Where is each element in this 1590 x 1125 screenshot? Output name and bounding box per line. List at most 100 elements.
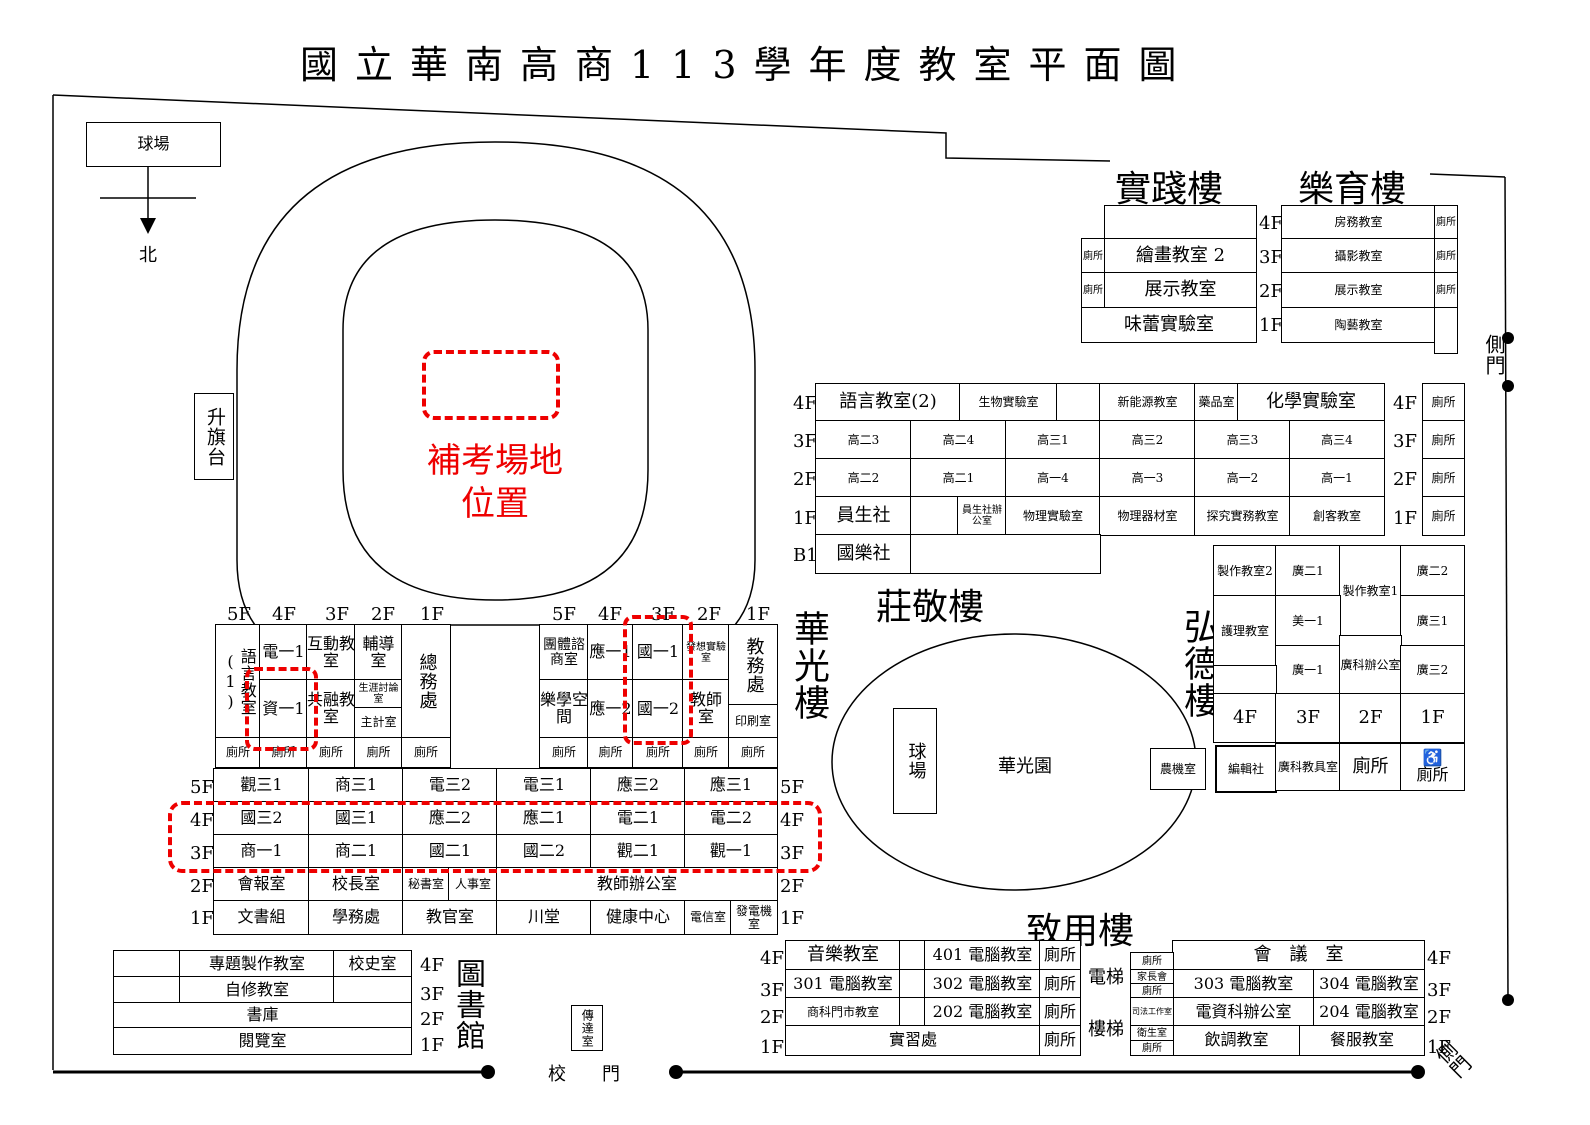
floor-label: 4F [1393,393,1417,414]
hd-r2-2: 美一1 [1275,595,1341,647]
ww-lang: 語言教室(1) [215,624,261,739]
ew-c5b: 樂學空間 [539,679,589,739]
zy-1f-wc: 廁所 [1039,1025,1081,1056]
ww-c2c: 主計室 [354,707,403,739]
floor-label: 3F [651,604,675,625]
hd-r3-1: 廣一1 [1275,645,1341,695]
hd-floor-1f: 1F [1400,693,1465,743]
hg-5f-6: 應三1 [684,768,778,803]
yueyu-1f: 陶藝教室 [1281,307,1436,343]
zy-mini-4: 司法工作室 [1130,997,1174,1027]
zy-2f-1: 商科門市教室 [785,997,901,1027]
zy-4f-3: 會 議 室 [1172,940,1425,971]
ww-c2a: 輔導室 [354,624,403,681]
zj-4f-4: 新能源教室 [1099,383,1196,422]
zy-2f-4: 204 電腦教室 [1313,997,1425,1027]
exam-marker-capital [245,667,318,751]
shijian-2f: 展示教室 [1104,272,1257,309]
hd-farm-room: 農機室 [1150,748,1206,790]
zy-2f-blank [899,997,926,1027]
zy-4f-2: 401 電腦教室 [924,940,1041,971]
hd-editorial: 編輯社 [1215,745,1277,793]
zj-wc-3f: 廁所 [1422,420,1465,460]
ww-c4a: 電一1 [259,624,308,681]
hg-1f-3: 教官室 [402,900,498,935]
yueyu-4f: 房務教室 [1281,205,1436,240]
building-shijian: 實踐樓 [1115,169,1224,210]
hd-blank [1213,665,1277,695]
zj-3f-3: 高三1 [1005,420,1101,460]
zy-2f-3: 電資科辦公室 [1172,997,1315,1027]
zj-4f-5: 藥品室 [1194,383,1239,422]
hg-1f-2: 學務處 [308,900,404,935]
floor-label: 2F [697,604,721,625]
zy-mini-6: 廁所 [1130,1040,1174,1056]
building-library: 圖書館 [450,958,485,1051]
building-yueyu: 樂育樓 [1298,169,1407,210]
zj-4f-3 [1056,383,1101,422]
zj-3f-1: 高二3 [815,420,912,460]
floor-label: 2F [793,469,817,490]
hd-r2-1: 護理教室 [1213,595,1277,667]
floor-label: 3F [760,980,784,1001]
floor-label: 3F [420,984,444,1005]
floor-label: 1F [420,604,444,625]
floor-label: 5F [190,777,214,798]
floor-label: 4F [780,810,804,831]
zy-4f-1: 音樂教室 [785,940,901,971]
zj-2f-2: 高二1 [910,458,1007,498]
yueyu-blank [1434,307,1458,354]
floor-label: 2F [420,1009,444,1030]
north-court: 球場 [86,122,221,167]
zj-3f-6: 高三4 [1289,420,1385,460]
yueyu-wc3: 廁所 [1434,238,1458,274]
floor-label: 3F [1259,247,1283,268]
floor-label: 1F [1427,1037,1451,1058]
hg-5f-5: 應三2 [590,768,686,803]
hd-floor-4f: 4F [1213,693,1277,743]
lib-3f-blank2 [333,976,412,1004]
zj-2f-6: 高一1 [1289,458,1385,498]
floor-label: 2F [1259,281,1283,302]
hg-3f-2: 商二1 [308,834,404,869]
exam-area-label: 補考場地 位置 [427,441,563,524]
floor-label: 2F [780,876,804,897]
ew-c1b: 印刷室 [728,704,778,739]
north-label: 北 [139,245,157,266]
floor-label: 3F [1393,431,1417,452]
building-hongde: 弘德樓 [1178,608,1219,719]
zj-2f-3: 高一4 [1005,458,1101,498]
yueyu-wc4: 廁所 [1434,205,1458,240]
hg-4f-5: 電二1 [590,801,686,836]
floor-label: 1F [190,908,214,929]
hg-3f-5: 觀二1 [590,834,686,869]
zj-2f-5: 高一2 [1194,458,1291,498]
lib-4f-1: 專題製作教室 [179,950,335,978]
hd-wc-accessible: ♿ 廁所 [1400,743,1465,791]
hg-1f-4: 川堂 [496,900,592,935]
shijian-wc3: 廁所 [1081,238,1105,274]
zj-4f-2: 生物實驗室 [959,383,1058,422]
hg-5f-2: 商三1 [308,768,404,803]
floor-label: 4F [760,948,784,969]
floor-label: 5F [780,777,804,798]
floor-label: 4F [272,604,296,625]
zy-3f-3: 303 電腦教室 [1172,969,1315,999]
floor-label: 3F [1427,980,1451,1001]
hg-garden: 華光園 [998,756,1052,777]
zj-3f-5: 高三3 [1194,420,1291,460]
zy-4f-blank [899,940,926,971]
floor-label: 1F [1259,315,1283,336]
yueyu-wc2: 廁所 [1434,272,1458,309]
ew-wc4: 廁所 [682,737,730,768]
zj-wc-4f: 廁所 [1422,383,1465,422]
hg-court: 球場 [893,708,937,814]
ww-wc4: 廁所 [354,737,403,768]
zj-2f-1: 高二2 [815,458,912,498]
zy-1f-2: 飲調教室 [1172,1025,1301,1056]
zj-4f-1: 語言教室(2) [815,383,961,422]
shijian-wc2: 廁所 [1081,272,1105,309]
hg-3f-1: 商一1 [213,834,310,869]
zj-1f-5: 物理器材室 [1099,496,1196,536]
hd-wc2-label: 廁所 [1416,765,1449,784]
